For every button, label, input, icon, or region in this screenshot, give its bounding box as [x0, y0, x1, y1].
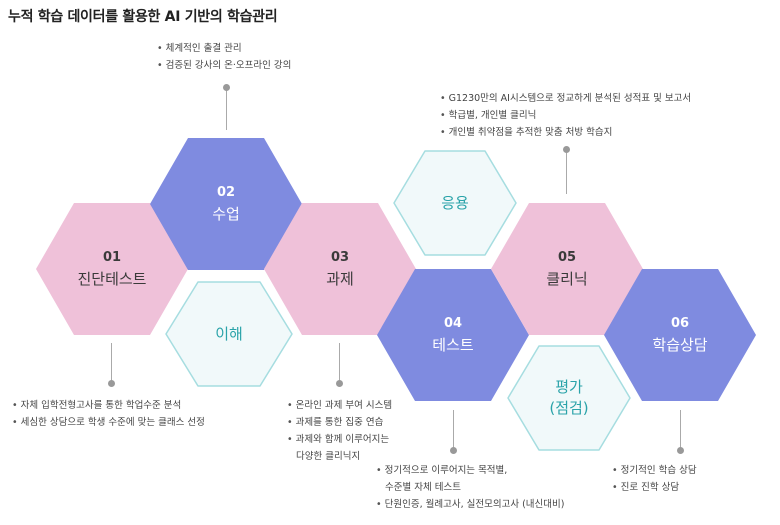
connector-dot-03: [336, 380, 343, 387]
note-item: 진로 진학 상담: [612, 479, 697, 496]
note-item: 체계적인 출결 관리: [157, 40, 291, 57]
note-item: 정기적으로 이루어지는 목적별,: [376, 462, 564, 479]
step-04-test: 04 테스트: [377, 269, 529, 401]
note-item: 세심한 상담으로 학생 수준에 맞는 클래스 선정: [12, 414, 205, 431]
notes-step-02: 체계적인 출결 관리 검증된 강사의 온·오프라인 강의: [157, 40, 292, 74]
note-item: 과제를 통한 집중 연습: [287, 414, 392, 431]
connector-line-02: [226, 88, 227, 130]
phase-label-evaluate-sub: (점검): [549, 399, 589, 417]
step-number: 01: [102, 249, 122, 265]
step-label: 테스트: [432, 335, 474, 354]
note-item: 개인별 취약점을 추적한 맞춤 처방 학습지: [440, 124, 691, 141]
page-title: 누적 학습 데이터를 활용한 AI 기반의 학습관리: [8, 9, 278, 25]
connector-line-06: [680, 410, 681, 450]
notes-step-05: G1230만의 AI시스템으로 정교하게 분석된 성적표 및 보고서 학급별, …: [440, 90, 692, 141]
phase-evaluate: 평가 (점검): [504, 342, 634, 454]
phase-hex-outline: [165, 281, 293, 387]
step-label: 진단테스트: [77, 269, 147, 288]
notes-step-01: 자체 입학전형고사를 통한 학업수준 분석 세심한 상담으로 학생 수준에 맞는…: [12, 397, 205, 431]
connector-line-05: [566, 150, 567, 194]
note-item: G1230만의 AI시스템으로 정교하게 분석된 성적표 및 보고서: [440, 90, 692, 107]
connector-dot-01: [108, 380, 115, 387]
note-item-continued: 수준별 자체 테스트: [385, 482, 461, 493]
phase-understand: 이해: [162, 278, 296, 390]
notes-step-03: 온라인 과제 부여 시스템 과제를 통한 집중 연습 과제와 함께 이루어지는 …: [287, 397, 392, 465]
phase-hex-outline: [393, 150, 517, 256]
note-item: 과제와 함께 이루어지는: [287, 431, 392, 448]
step-number: 04: [443, 315, 463, 331]
connector-line-03: [339, 343, 340, 383]
step-number: 05: [557, 249, 577, 265]
connector-dot-02: [223, 84, 230, 91]
phase-label-evaluate: 평가: [555, 378, 583, 396]
step-number: 02: [216, 184, 236, 200]
step-number: 06: [670, 315, 690, 331]
step-label: 클리닉: [546, 269, 588, 288]
note-item: 학급별, 개인별 클리닉: [440, 107, 691, 124]
step-number: 03: [330, 249, 350, 265]
connector-dot-05: [563, 146, 570, 153]
connector-line-04: [453, 410, 454, 450]
phase-apply: 응용: [390, 147, 520, 259]
phase-label-apply: 응용: [441, 193, 469, 212]
phase-label-understand: 이해: [215, 324, 243, 343]
connector-dot-04: [450, 447, 457, 454]
note-item: 단원인증, 월례고사, 실전모의고사 (내신대비): [376, 496, 565, 513]
note-item: 자체 입학전형고사를 통한 학업수준 분석: [12, 397, 205, 414]
note-item: 정기적인 학습 상담: [612, 462, 697, 479]
connector-dot-06: [677, 447, 684, 454]
step-label: 수업: [212, 204, 240, 223]
note-item-continued: 다양한 클리닉지: [296, 451, 361, 462]
notes-step-04: 정기적으로 이루어지는 목적별, 수준별 자체 테스트 단원인증, 월례고사, …: [376, 462, 565, 513]
connector-line-01: [111, 343, 112, 383]
step-label: 과제: [326, 269, 354, 288]
phase-hex-outline: [507, 345, 631, 451]
notes-step-06: 정기적인 학습 상담 진로 진학 상담: [612, 462, 697, 496]
note-item: 검증된 강사의 온·오프라인 강의: [157, 57, 292, 74]
note-item: 온라인 과제 부여 시스템: [287, 397, 392, 414]
step-label: 학습상담: [652, 335, 708, 354]
